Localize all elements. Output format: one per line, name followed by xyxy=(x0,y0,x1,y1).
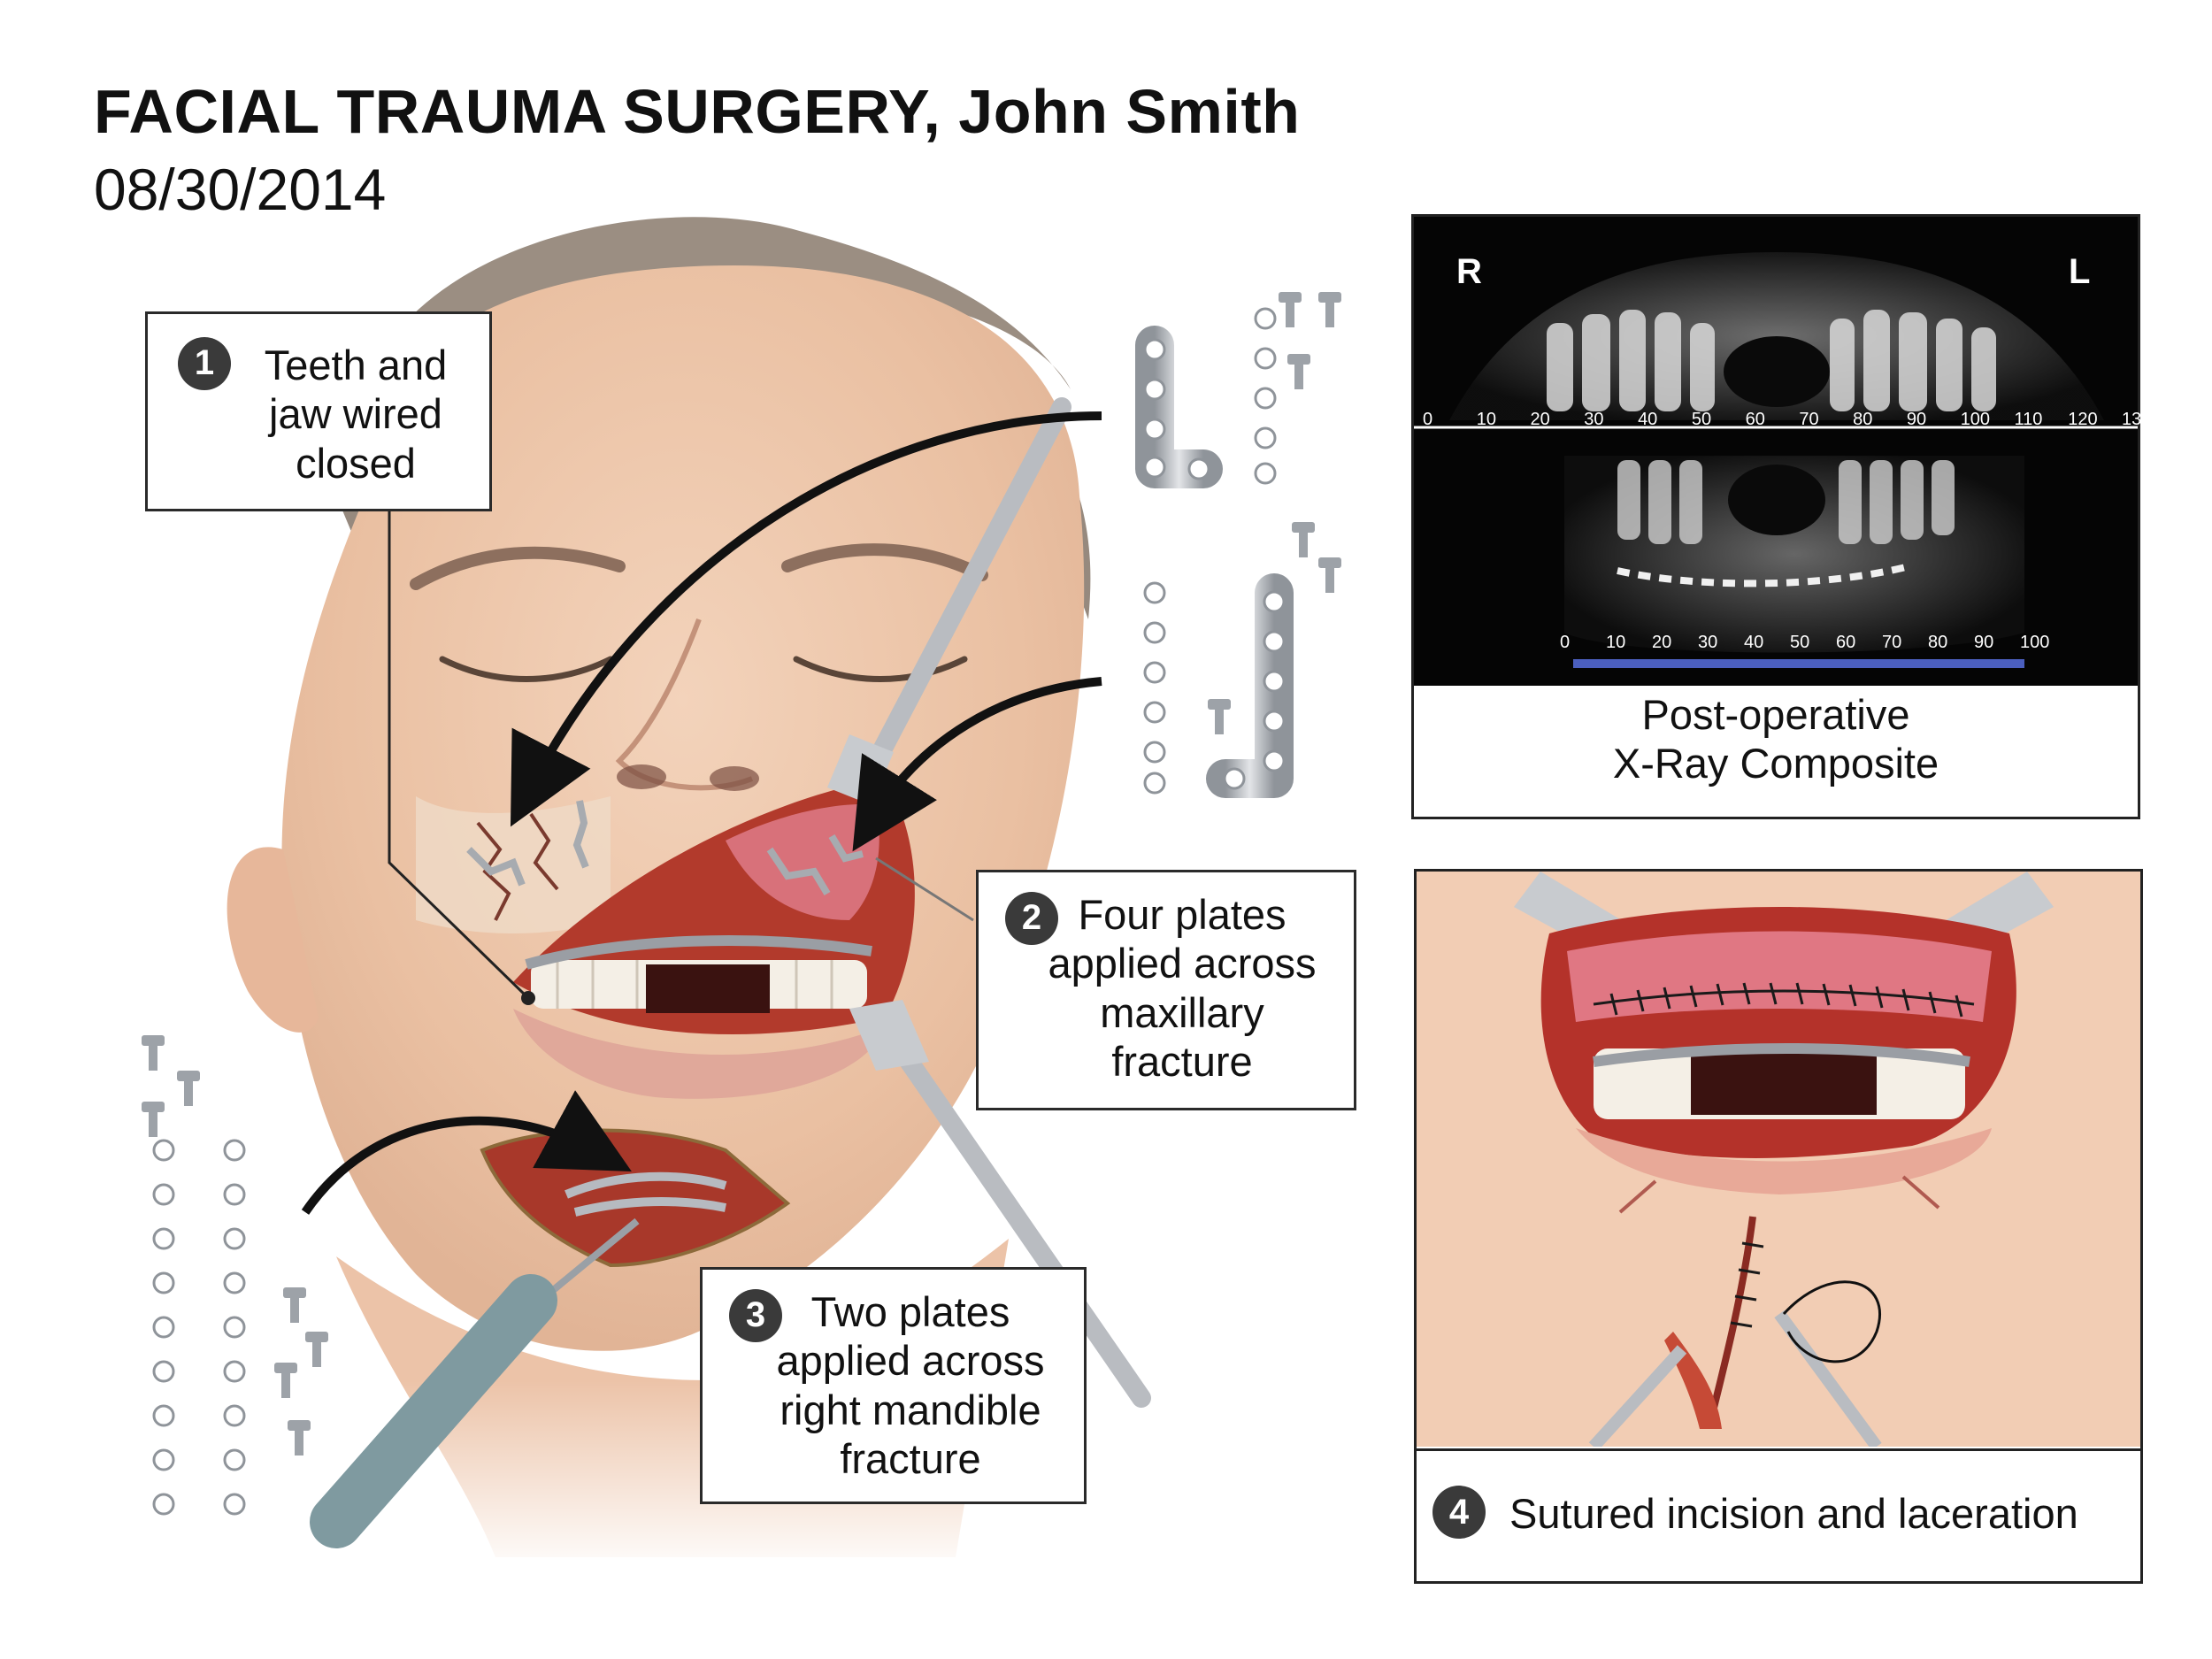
scale-tick-label: 20 xyxy=(1652,633,1672,652)
callout-1-text: Teeth and jaw wired closed xyxy=(264,342,448,487)
scale-tick-label: 70 xyxy=(1799,410,1819,429)
scale-tick-label: 100 xyxy=(2020,633,2050,652)
xray-upper-scale: 0 10 20 30 40 50 60 70 80 90 100 110 120 130 xyxy=(1423,410,2151,429)
scale-tick-label: 10 xyxy=(1476,410,1497,429)
callout-4-text: Sutured incision and laceration xyxy=(1509,1490,2078,1537)
scale-tick-label: 60 xyxy=(1836,633,1856,652)
scale-tick-label: 40 xyxy=(1638,410,1658,429)
callout-2: 2 Four plates applied across maxillary f… xyxy=(976,870,1356,1110)
scale-tick-label: 20 xyxy=(1530,410,1550,429)
callout-3-text: Two plates applied across right mandible… xyxy=(776,1288,1045,1483)
scale-tick-label: 60 xyxy=(1745,410,1765,429)
callout-2-text: Four plates applied across maxillary fra… xyxy=(1048,891,1317,1086)
plate-holes xyxy=(152,307,1286,1516)
xray-image xyxy=(1414,217,2138,686)
instruments xyxy=(310,397,1151,1548)
scale-tick-label: 80 xyxy=(1928,633,1948,652)
scale-tick-label: 30 xyxy=(1584,410,1604,429)
suture-inset: 4 Sutured incision and laceration xyxy=(1414,869,2143,1584)
xray-panel: R L 0 10 20 30 40 50 60 70 80 90 100 110 120 130 0 10 2… xyxy=(1411,214,2151,819)
leader-line-1 xyxy=(388,511,530,1000)
scale-tick-label: 50 xyxy=(1691,410,1712,429)
screws xyxy=(142,292,1341,1455)
page-title: FACIAL TRAUMA SURGERY, John Smith xyxy=(94,77,1301,146)
xray-side-right: R xyxy=(1456,252,1482,291)
step-3-badge: 3 xyxy=(729,1289,782,1342)
leader-line-2 xyxy=(875,856,974,922)
scale-tick-label: 0 xyxy=(1560,633,1571,652)
xray-side-left: L xyxy=(2069,252,2091,291)
xray-lower-scale: 0 10 20 30 40 50 60 70 80 90 100 xyxy=(1560,633,2049,652)
scale-tick-label: 90 xyxy=(1974,633,1994,652)
scale-tick-label: 10 xyxy=(1606,633,1626,652)
callout-1: 1 Teeth and jaw wired closed xyxy=(145,311,492,511)
step-1-badge: 1 xyxy=(178,337,231,390)
scale-tick-label: 110 xyxy=(2014,410,2043,429)
step-4-badge: 4 xyxy=(1432,1486,1486,1539)
maxillary-plates xyxy=(466,800,864,896)
leader-dot-1 xyxy=(521,991,535,1005)
scale-tick-label: 120 xyxy=(2068,410,2098,429)
open-mouth xyxy=(513,779,915,1099)
page-date: 08/30/2014 xyxy=(94,157,387,222)
scale-tick-label: 40 xyxy=(1744,633,1764,652)
scale-tick-label: 70 xyxy=(1882,633,1902,652)
scale-tick-label: 100 xyxy=(1960,410,1991,429)
scale-tick-label: 130 xyxy=(2122,410,2152,429)
scale-tick-label: 50 xyxy=(1790,633,1810,652)
arrows xyxy=(301,411,1102,1215)
scale-tick-label: 90 xyxy=(1906,410,1927,429)
scale-tick-label: 0 xyxy=(1423,410,1433,429)
scale-tick-label: 30 xyxy=(1698,633,1718,652)
scale-tick-label: 80 xyxy=(1853,410,1873,429)
step-2-badge: 2 xyxy=(1005,892,1058,945)
xray-caption: Post-operative X-Ray Composite xyxy=(1612,691,1939,787)
callout-3: 3 Two plates applied across right mandib… xyxy=(700,1267,1087,1504)
inset-caption: 4 Sutured incision and laceration xyxy=(1417,1448,2140,1581)
suture-illustration xyxy=(1417,872,2140,1447)
